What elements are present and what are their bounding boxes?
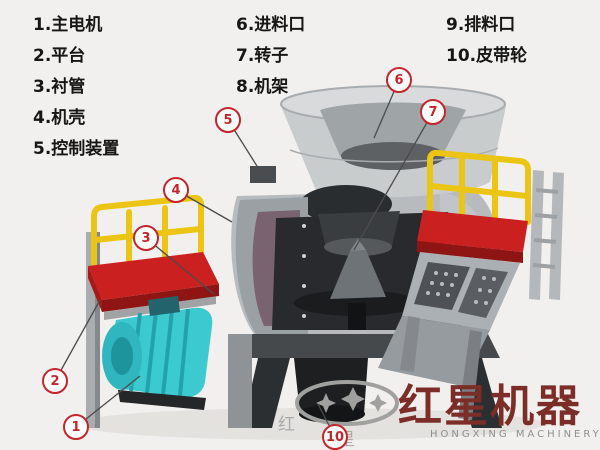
legend-item-3: 3.衬管 <box>33 77 86 97</box>
callout-4: 4 <box>163 177 189 203</box>
legend-item-9: 9.排料口 <box>446 15 516 35</box>
legend-column-2: 6.进料口 7.转子 8.机架 <box>236 10 305 103</box>
watermark-stamp-1: 红 <box>278 415 295 435</box>
callout-2: 2 <box>42 368 68 394</box>
legend-item-7: 7.转子 <box>236 46 289 66</box>
legend-column-3: 9.排料口 10.皮带轮 <box>446 10 527 72</box>
watermark: 红星机器 HONGXING MACHINERY 红 星 <box>278 380 600 450</box>
legend-item-4: 4.机壳 <box>33 108 86 128</box>
callout-3: 3 <box>133 225 159 251</box>
legend-column-1: 1.主电机 2.平台 3.衬管 4.机壳 5.控制装置 <box>33 10 119 165</box>
watermark-brand: 红星机器 <box>398 381 582 432</box>
legend-item-5: 5.控制装置 <box>33 139 120 159</box>
legend-item-1: 1.主电机 <box>33 15 103 35</box>
main-motor <box>102 296 213 410</box>
logo-stars-icon <box>316 387 387 413</box>
right-platform-assembly <box>378 149 531 420</box>
logo-oval <box>295 380 399 426</box>
ladder <box>529 170 564 300</box>
callout-10: 10 <box>322 424 348 450</box>
callout-1: 1 <box>63 414 89 440</box>
legend-item-8: 8.机架 <box>236 77 289 97</box>
watermark-subtitle: HONGXING MACHINERY <box>430 429 600 440</box>
legend-item-2: 2.平台 <box>33 46 86 66</box>
callout-5: 5 <box>215 107 241 133</box>
callout-7: 7 <box>420 99 446 125</box>
legend-item-10: 10.皮带轮 <box>446 46 528 66</box>
mesh-dots <box>426 271 496 305</box>
legend-item-6: 6.进料口 <box>236 15 306 35</box>
right-railing <box>427 149 531 225</box>
callout-6: 6 <box>386 67 412 93</box>
ground-shadow <box>75 408 545 440</box>
